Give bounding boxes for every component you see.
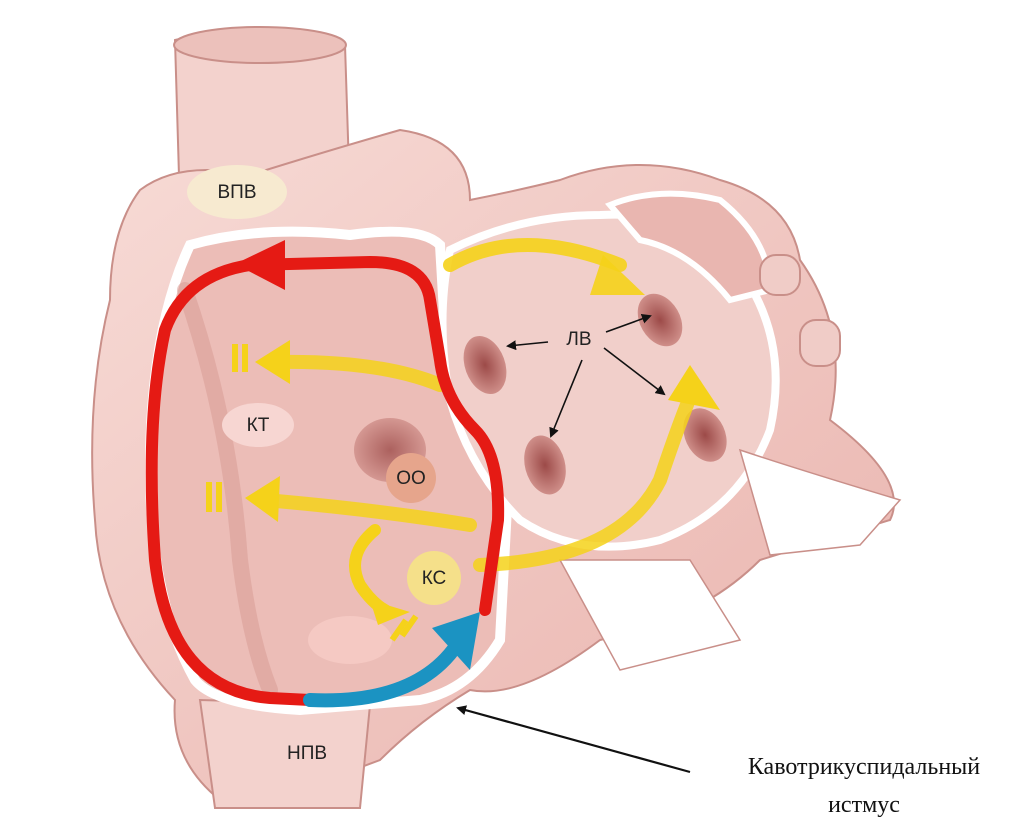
label-ivc: НПВ <box>287 743 327 764</box>
label-cs-text: КС <box>422 568 447 589</box>
caption-line-2: истмус <box>714 786 1014 824</box>
label-svc-text: ВПВ <box>217 182 256 203</box>
caption: Кавотрикуспидальный истмус <box>714 748 1014 824</box>
isthmus-pointer-arrow <box>458 708 690 772</box>
label-pv-text: ЛВ <box>566 329 591 350</box>
label-svc: ВПВ <box>187 165 287 219</box>
label-oo-text: ОО <box>396 468 426 489</box>
heart-tissue <box>92 27 900 808</box>
label-ct-text: КТ <box>247 415 270 436</box>
caption-line-1: Кавотрикуспидальный <box>714 748 1014 786</box>
label-cs: КС <box>407 551 461 605</box>
label-oo: ОО <box>386 453 436 503</box>
label-pv: ЛВ <box>566 329 591 350</box>
label-ct: КТ <box>222 403 294 447</box>
label-ivc-text: НПВ <box>287 743 327 764</box>
